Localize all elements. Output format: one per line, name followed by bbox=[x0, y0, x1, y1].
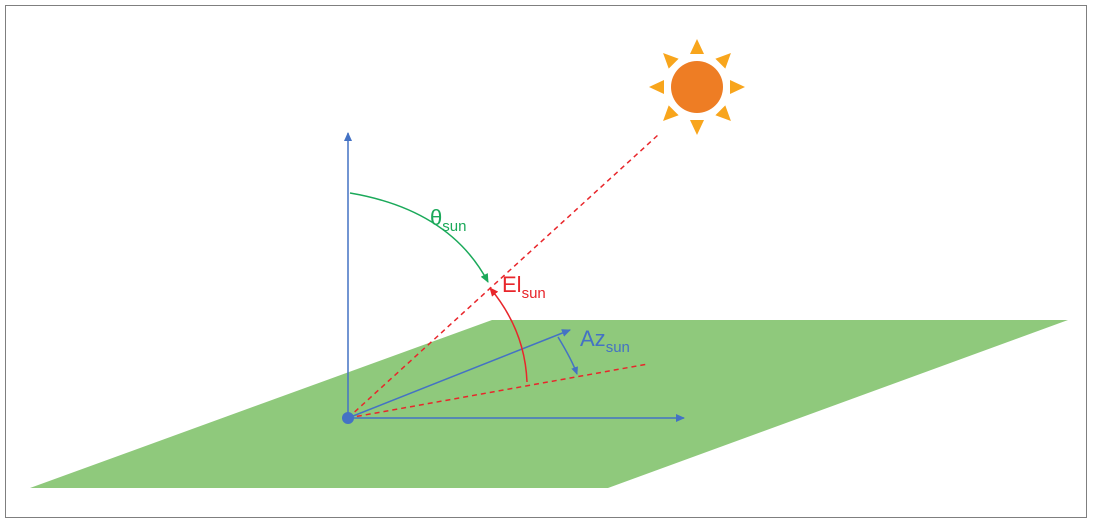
sun-direction-line bbox=[347, 134, 659, 419]
elevation-label: Elsun bbox=[502, 272, 546, 302]
elevation-subscript: sun bbox=[522, 285, 546, 302]
azimuth-label: Azsun bbox=[580, 326, 630, 356]
zenith-angle-subscript: sun bbox=[442, 218, 466, 235]
elevation-angle-arc bbox=[489, 287, 528, 383]
sun-ground-projection-line bbox=[347, 363, 649, 419]
ground-plane bbox=[30, 320, 1068, 488]
azimuth-subscript: sun bbox=[606, 339, 630, 356]
origin-dot bbox=[342, 412, 354, 424]
azimuth-symbol: Az bbox=[580, 326, 606, 351]
elevation-symbol: El bbox=[502, 272, 522, 297]
zenith-angle-symbol: θ bbox=[430, 205, 442, 230]
zenith-angle-label: θsun bbox=[430, 205, 466, 235]
zenith-angle-arc bbox=[349, 192, 489, 283]
azimuth-angle-arc bbox=[557, 336, 578, 375]
azimuth-direction-arrow bbox=[347, 329, 571, 419]
sun-icon bbox=[649, 39, 745, 135]
